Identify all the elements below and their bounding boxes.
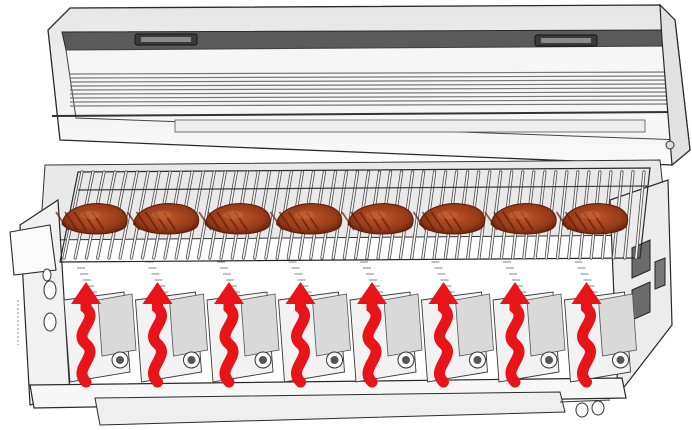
heat-arrow-head xyxy=(286,282,316,304)
burner-port-hole xyxy=(545,356,553,364)
burner-shield xyxy=(98,294,136,356)
hood-pivot-bolt xyxy=(666,141,674,149)
gas-manifold-pipes xyxy=(560,400,610,417)
firebox-bottom-tray xyxy=(95,392,565,425)
burner-assembly xyxy=(350,262,422,382)
burner-assembly xyxy=(279,262,351,382)
burner-shield xyxy=(384,294,422,356)
firebox-left-ledge xyxy=(10,225,56,275)
burner-port-hole xyxy=(331,356,339,364)
steak-highlight xyxy=(223,211,243,219)
burner-assembly xyxy=(493,262,565,382)
steak-highlight xyxy=(152,211,172,219)
steak-highlight xyxy=(509,211,529,219)
heat-arrow-head xyxy=(429,282,459,304)
burner-assembly xyxy=(64,262,136,382)
burner-assemblies xyxy=(64,262,637,382)
burner-shield xyxy=(599,294,637,356)
steak-highlight xyxy=(438,211,458,219)
burner-assembly xyxy=(136,262,208,382)
burner-port-hole xyxy=(617,356,625,364)
burner-shield xyxy=(170,294,208,356)
grill-hood xyxy=(48,5,690,165)
heat-arrow-head xyxy=(71,282,101,304)
heat-arrow-head xyxy=(143,282,173,304)
heat-arrow-head xyxy=(357,282,387,304)
burner-port-hole xyxy=(402,356,410,364)
steak-highlight xyxy=(581,211,601,219)
steak-highlight xyxy=(80,211,100,219)
burner-shield xyxy=(527,294,565,356)
heat-arrow-head xyxy=(572,282,602,304)
burner-assembly xyxy=(207,262,279,382)
burner-port-hole xyxy=(474,356,482,364)
steak-highlight xyxy=(366,211,386,219)
burner-shield xyxy=(241,294,279,356)
burner-port-hole xyxy=(259,356,267,364)
burner-port-hole xyxy=(188,356,196,364)
burner-port-hole xyxy=(116,356,124,364)
heat-arrow-head xyxy=(214,282,244,304)
burner-shield xyxy=(313,294,351,356)
heat-arrow-head xyxy=(500,282,530,304)
hood-rear-bracket xyxy=(175,120,645,132)
burner-assembly xyxy=(422,262,494,382)
burner-shield xyxy=(456,294,494,356)
steak-highlight xyxy=(295,211,315,219)
